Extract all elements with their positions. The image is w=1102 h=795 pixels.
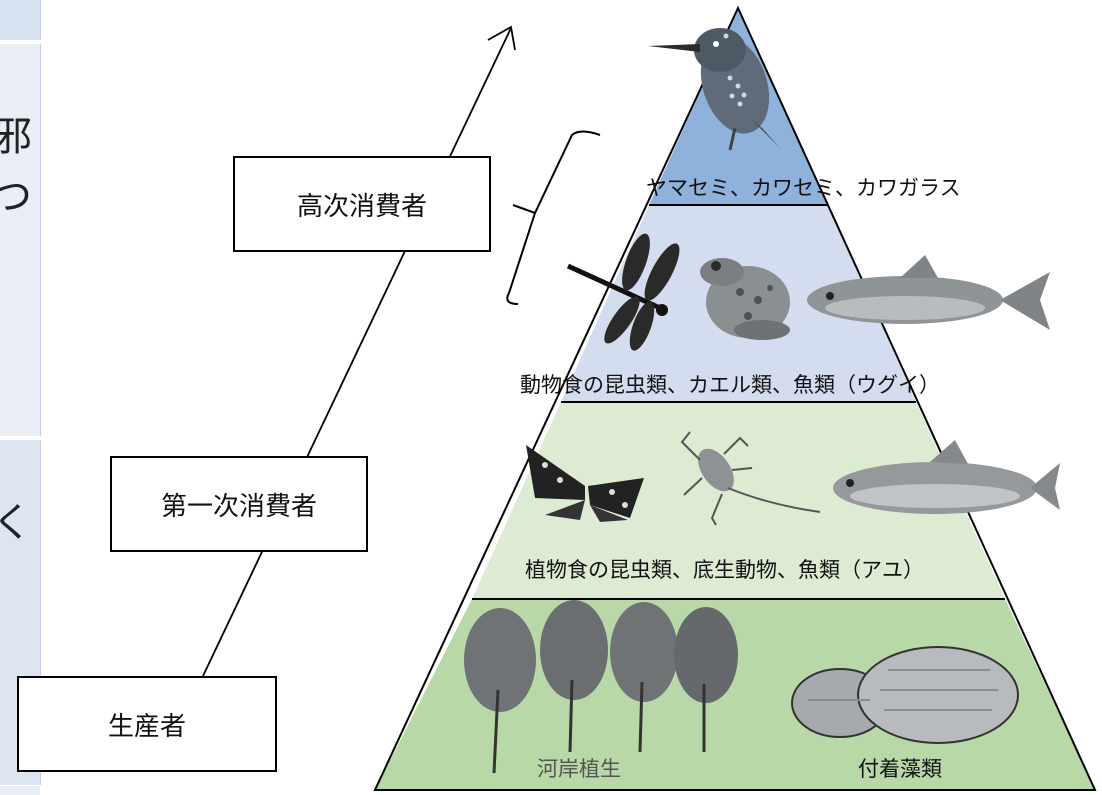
producer-right-caption: 付着藻類 xyxy=(858,753,942,783)
producer-left-caption: 河岸植生 xyxy=(537,753,621,783)
producer-label: 生産者 xyxy=(17,676,277,772)
tier-carnivore-caption: 動物食の昆虫類、カエル類、魚類（ウグイ） xyxy=(520,369,940,399)
high-consumer-label: 高次消費者 xyxy=(233,156,491,252)
tier-herbivore-caption: 植物食の昆虫類、底生動物、魚類（アユ） xyxy=(525,554,924,584)
trophic-arrow xyxy=(203,27,515,676)
first-consumer-label: 第一次消費者 xyxy=(110,456,368,552)
tier-top-caption: ヤマセミ、カワセミ、カワガラス xyxy=(646,172,961,202)
high-consumer-bracket xyxy=(507,132,600,305)
